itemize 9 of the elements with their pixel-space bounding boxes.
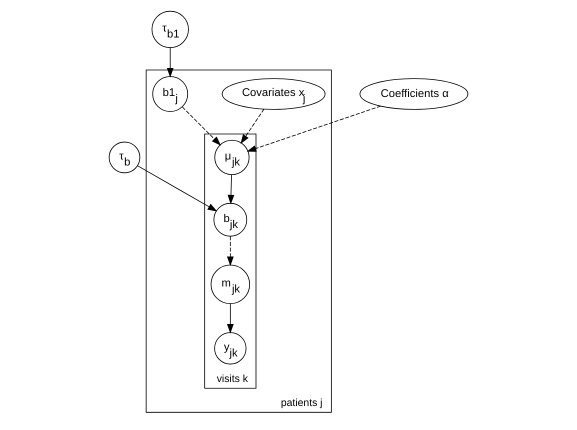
arrow bbox=[240, 108, 264, 144]
node-ellipse: Coefficients α bbox=[360, 78, 468, 110]
arrow bbox=[226, 303, 234, 334]
arrow bbox=[137, 165, 218, 212]
arrow bbox=[228, 174, 234, 204]
arrow bbox=[166, 47, 174, 78]
arrow bbox=[182, 106, 222, 146]
arrow bbox=[246, 106, 382, 152]
arrow bbox=[226, 236, 234, 266]
